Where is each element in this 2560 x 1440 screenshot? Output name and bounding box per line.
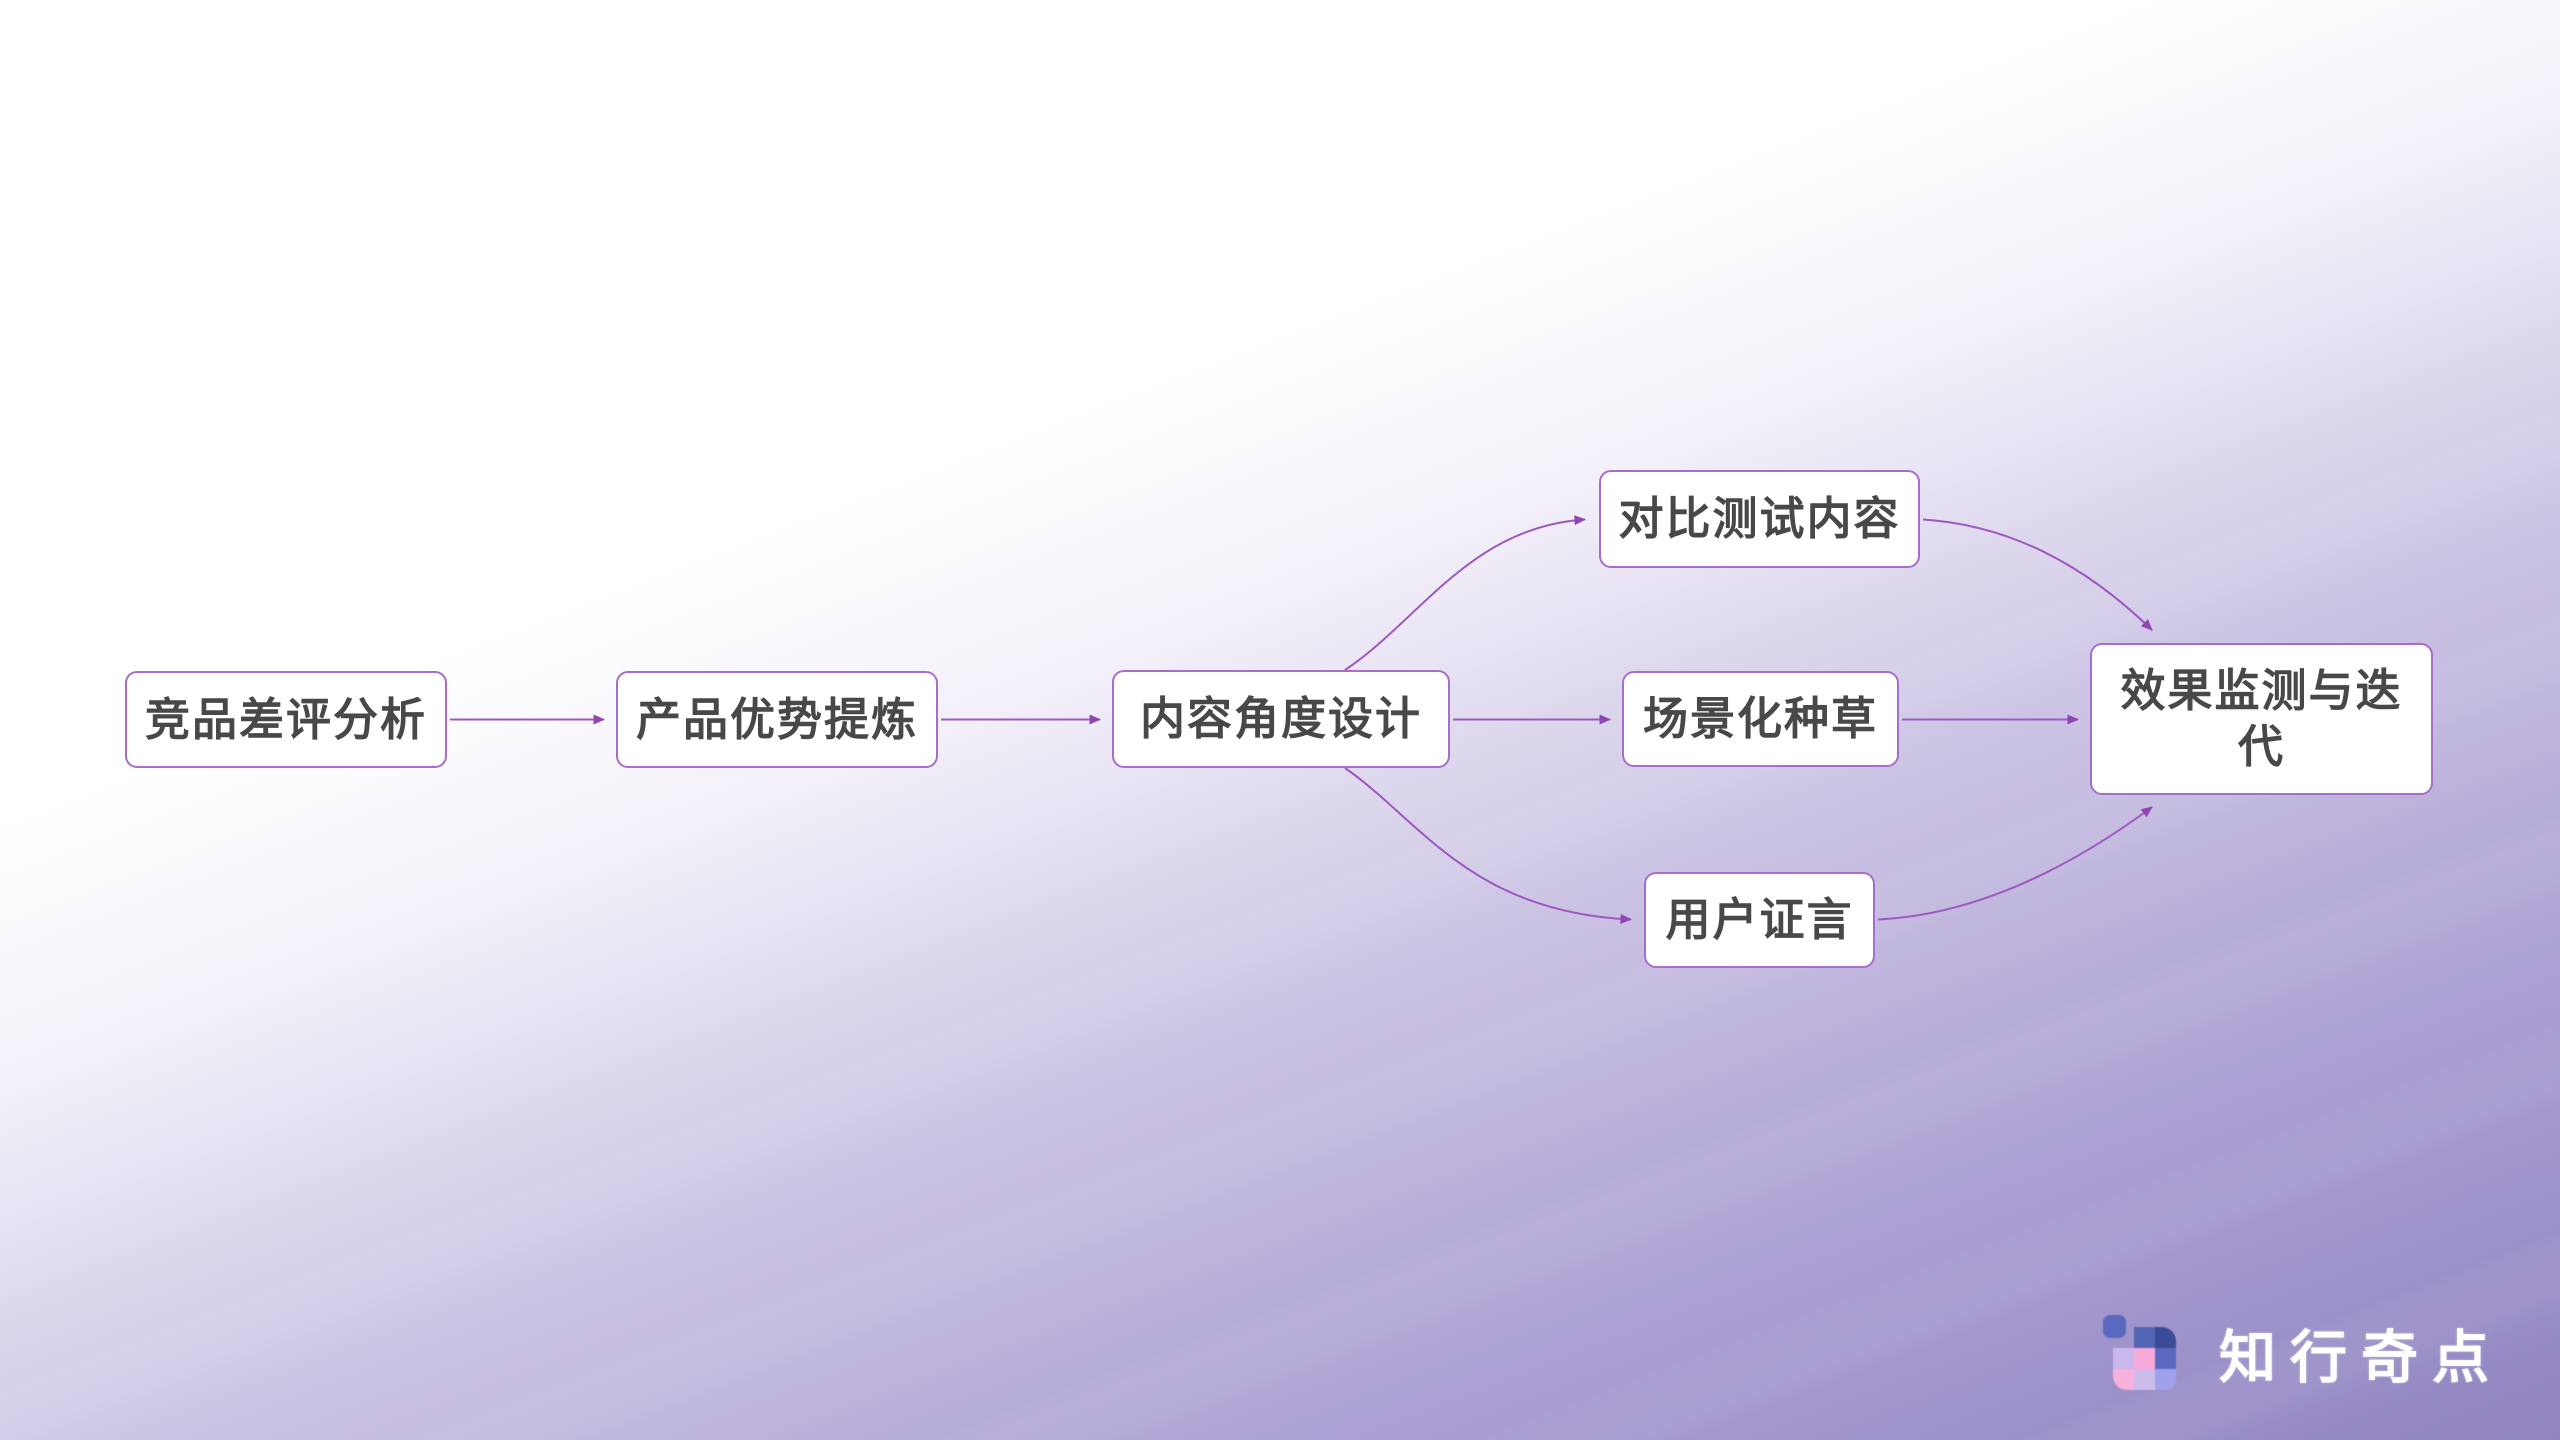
logo-grid-cell xyxy=(2113,1369,2134,1390)
node-effect-monitoring-and-iteration: 效果监测与迭代 xyxy=(2090,643,2433,795)
node-scenario-based-seeding: 场景化种草 xyxy=(1622,671,1899,767)
brand-logo: 知行奇点 xyxy=(2103,1312,2503,1394)
edge-angle-design-to-user-testimonials xyxy=(1344,767,1632,925)
node-label: 效果监测与迭代 xyxy=(2120,665,2403,772)
logo-grid-cell xyxy=(2155,1369,2176,1390)
node-comparison-test-content: 对比测试内容 xyxy=(1599,470,1920,568)
logo-grid-cell xyxy=(2103,1315,2126,1338)
logo-grid-cell xyxy=(2134,1348,2155,1369)
brand-logo-text: 知行奇点 xyxy=(2219,1326,2503,1390)
logo-grid-cell xyxy=(2113,1348,2134,1369)
node-label: 产品优势提炼 xyxy=(635,693,918,745)
node-user-testimonials: 用户证言 xyxy=(1644,872,1875,968)
node-label: 用户证言 xyxy=(1665,894,1854,945)
edge-comparison-test-to-monitoring xyxy=(1922,518,2153,631)
node-label: 竞品差评分析 xyxy=(144,693,427,745)
logo-grid-cell xyxy=(2134,1327,2155,1348)
edge-user-testimonials-to-monitoring xyxy=(1877,806,2153,921)
node-product-advantage-extraction: 产品优势提炼 xyxy=(616,671,938,768)
edge-angle-design-to-comparison-test xyxy=(1344,515,1586,671)
brand-logo-icon xyxy=(2103,1315,2179,1391)
logo-grid-cell xyxy=(2155,1327,2176,1348)
logo-grid-cell xyxy=(2134,1369,2155,1390)
logo-grid-cell xyxy=(2155,1348,2176,1369)
node-label: 对比测试内容 xyxy=(1618,493,1901,544)
node-competitor-negative-review-analysis: 竞品差评分析 xyxy=(125,671,447,768)
node-label: 场景化种草 xyxy=(1642,693,1878,744)
node-content-angle-design: 内容角度设计 xyxy=(1112,670,1450,768)
node-label: 内容角度设计 xyxy=(1139,693,1422,744)
